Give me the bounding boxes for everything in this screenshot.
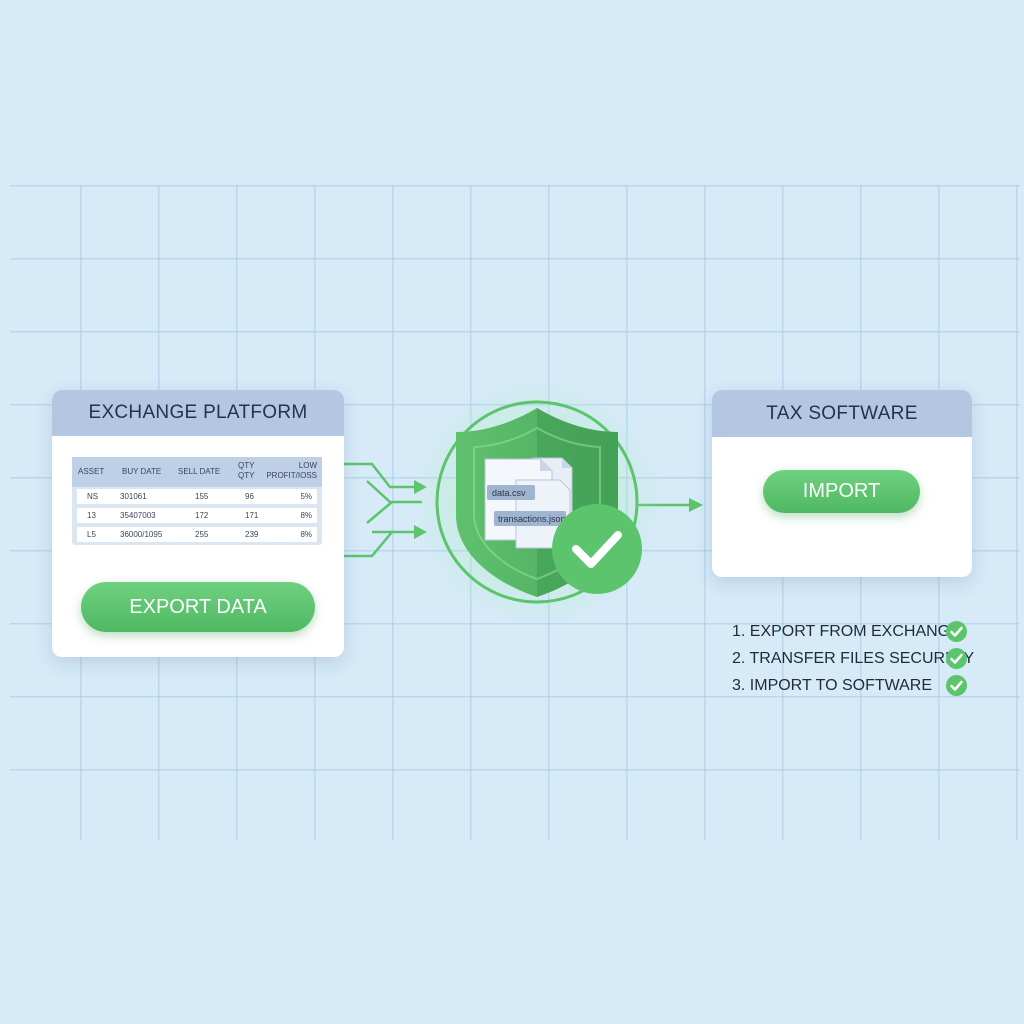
transactions-table: ASSET BUY DATE SELL DATE QTY QTY LOW PRO… [72,457,322,545]
check-icon [946,675,967,696]
cell-profit-loss: 8% [300,530,312,539]
exchange-card-title: EXCHANGE PLATFORM [52,390,344,436]
exchange-platform-card: EXCHANGE PLATFORM ASSET BUY DATE SELL DA… [52,390,344,657]
verified-check-icon [552,504,642,594]
step-import: 3. IMPORT TO SOFTWARE [732,677,933,694]
table-row: L5 36000/1095 255 239 8% [77,527,317,542]
shield-ring [435,400,639,604]
cell-asset: L5 [87,530,96,539]
cell-qty: 171 [245,511,259,520]
check-icon [946,621,967,642]
cell-qty: 239 [245,530,259,539]
check-icon [946,648,967,669]
column-header-profit-loss: LOW PROFIT/IOSS [266,461,317,480]
step-export: 1. EXPORT FROM EXCHANGE [732,623,961,640]
cell-profit-loss: 8% [300,511,312,520]
tax-software-card: TAX SOFTWARE IMPORT [712,390,972,577]
cell-buy-date: 301061 [120,492,147,501]
file-label-bg-1 [487,485,535,500]
file-label-bg-2 [494,511,566,526]
column-header-sell-date: SELL DATE [178,467,221,476]
table-row: 13 35407003 172 171 8% [77,508,317,523]
cell-buy-date: 36000/1095 [120,530,163,539]
cell-sell-date: 172 [195,511,209,520]
cell-sell-date: 255 [195,530,209,539]
cell-asset: 13 [87,511,96,520]
cell-profit-loss: 5% [300,492,312,501]
column-header-buy-date: BUY DATE [122,467,162,476]
table-header: ASSET BUY DATE SELL DATE QTY QTY LOW PRO… [72,457,322,487]
import-button[interactable]: IMPORT [763,470,920,513]
file-label-json: transactions.json [498,514,566,524]
column-header-asset: ASSET [78,467,105,476]
cell-sell-date: 155 [195,492,209,501]
connector-left [344,462,422,558]
export-data-button[interactable]: EXPORT DATA [81,582,315,632]
column-header-qty: QTY QTY [238,461,255,480]
cell-buy-date: 35407003 [120,511,156,520]
cell-asset: NS [87,492,99,501]
table-row: NS 301061 155 96 5% [77,489,317,504]
step-transfer: 2. TRANSFER FILES SECURELY [732,650,975,667]
cell-qty: 96 [245,492,254,501]
file-label-csv: data.csv [492,488,526,498]
tax-card-title: TAX SOFTWARE [712,390,972,437]
